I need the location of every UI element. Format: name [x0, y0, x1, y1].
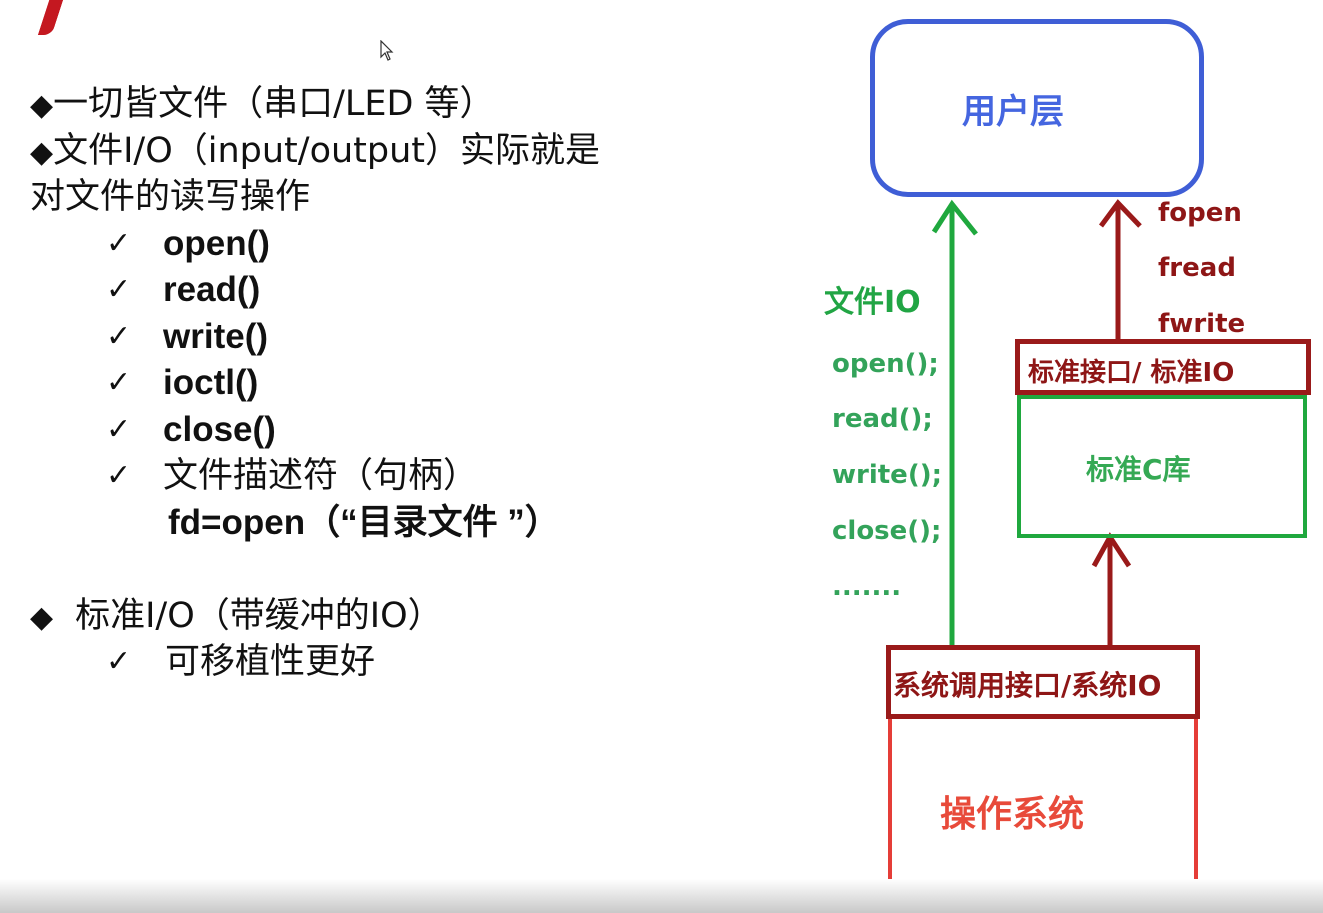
check-item-write: write() — [163, 317, 268, 356]
bullet-standard-io: ◆ 标准I/O（带缓冲的IO） — [30, 596, 443, 638]
syscall-interface-box — [886, 645, 1200, 719]
check-item-read: read() — [163, 270, 261, 309]
diamond-bullet-icon: ◆ — [30, 88, 54, 123]
bullet-everything-is-file: ◆一切皆文件（串口/LED 等） — [30, 84, 495, 126]
syscall-interface-label: 系统调用接口/系统IO — [893, 669, 1162, 702]
check-icon: ✓ — [106, 365, 132, 400]
check-icon: ✓ — [106, 458, 132, 493]
check-item-ioctl: ioctl() — [163, 363, 259, 402]
check-item-fd: 文件描述符（句柄） — [163, 456, 479, 496]
file-io-call-read: read(); — [832, 404, 933, 434]
text-file-io-def: 文件I/O（input/output）实际就是 — [53, 131, 601, 171]
check-icon: ✓ — [106, 226, 132, 261]
std-io-call-fread: fread — [1158, 253, 1236, 283]
file-io-call-open: open(); — [832, 349, 939, 379]
standard-c-library-box — [1017, 395, 1307, 538]
std-io-call-fopen: fopen — [1158, 198, 1242, 228]
text-standard-io: 标准I/O（带缓冲的IO） — [75, 596, 443, 636]
text-fd-example: fd=open（“目录文件 ”） — [168, 503, 560, 542]
file-io-call-write: write(); — [832, 460, 942, 490]
standard-interface-label: 标准接口/ 标准IO — [1028, 358, 1235, 388]
file-io-call-more: ....... — [832, 572, 902, 602]
operating-system-label: 操作系统 — [940, 794, 1085, 835]
file-io-call-close: close(); — [832, 516, 942, 546]
standard-interface-box — [1015, 339, 1311, 395]
check-icon: ✓ — [106, 272, 132, 307]
check-icon: ✓ — [106, 412, 132, 447]
check-item-close: close() — [163, 410, 276, 449]
std-io-call-fwrite: fwrite — [1158, 309, 1246, 339]
file-io-arrow-head — [931, 199, 978, 236]
std-io-arrow-head — [1098, 199, 1142, 228]
standard-c-library-label: 标准C库 — [1086, 453, 1191, 486]
mouse-pointer-icon — [380, 40, 394, 61]
check-icon: ✓ — [106, 644, 132, 679]
diamond-bullet-icon: ◆ — [30, 600, 54, 635]
user-layer-label: 用户层 — [962, 92, 1064, 132]
check-item-open: open() — [163, 224, 270, 263]
bullet-file-io: ◆文件I/O（input/output）实际就是 — [30, 131, 600, 173]
user-layer-box — [870, 19, 1204, 197]
text-file-io-def-cont: 对文件的读写操作 — [30, 177, 311, 217]
check-item-portable: 可移植性更好 — [165, 642, 376, 682]
diamond-bullet-icon: ◆ — [30, 135, 54, 170]
file-io-title: 文件IO — [824, 285, 921, 320]
text-everything-is-file: 一切皆文件（串口/LED 等） — [53, 84, 495, 124]
check-icon: ✓ — [106, 319, 132, 354]
slide-bottom-shadow — [0, 879, 1323, 913]
slide-text-panel: ◆一切皆文件（串口/LED 等） ◆文件I/O（input/output）实际就… — [30, 84, 600, 682]
